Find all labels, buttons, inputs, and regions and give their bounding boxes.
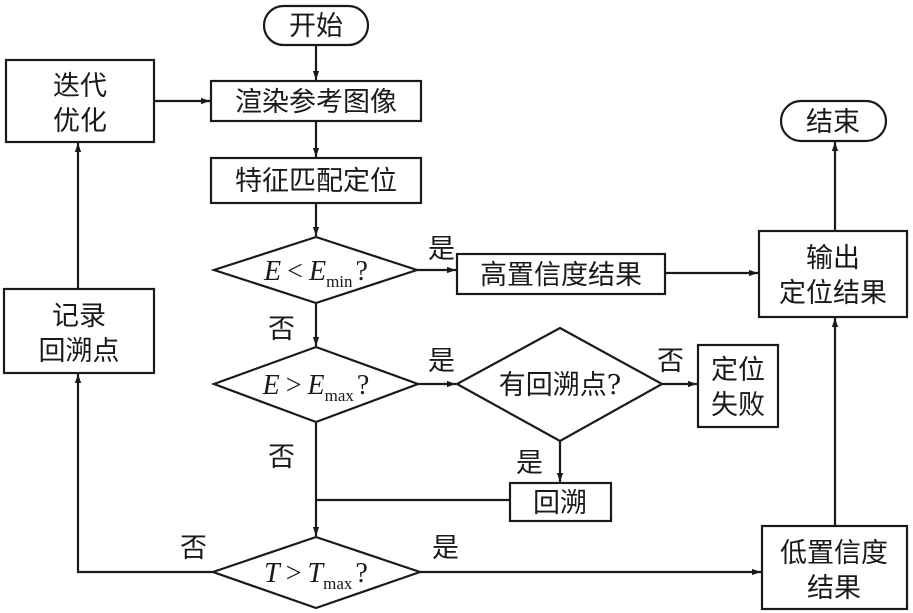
low-conf-label-line1: 低置信度 xyxy=(780,538,888,569)
label-yes-cond1: 是 xyxy=(428,234,455,265)
iterate-label-line2: 优化 xyxy=(53,106,107,137)
label-yes-has-backtrack: 是 xyxy=(516,448,543,479)
label-no-has-backtrack: 否 xyxy=(657,346,684,377)
render-node: 渲染参考图像 xyxy=(209,79,423,123)
label-no-cond1: 否 xyxy=(268,314,295,345)
label-yes-cond3: 是 xyxy=(432,533,459,564)
match-label: 特征匹配定位 xyxy=(235,166,397,197)
low-conf-label-line2: 结果 xyxy=(807,573,861,604)
label-no-cond3: 否 xyxy=(180,533,207,564)
record-label-line2: 回溯点 xyxy=(39,336,120,367)
iterate-label-line1: 迭代 xyxy=(53,71,107,102)
record-label-line1: 记录 xyxy=(52,301,106,332)
high-conf-label: 高置信度结果 xyxy=(480,260,642,291)
label-yes-cond2: 是 xyxy=(428,346,455,377)
backtrack-node: 回溯 xyxy=(508,481,613,523)
connectors xyxy=(74,45,839,576)
decision-t-max: T>Tmax? xyxy=(209,535,424,610)
render-label: 渲染参考图像 xyxy=(235,87,397,118)
output-label-line1: 输出 xyxy=(806,243,860,274)
low-conf-node: 低置信度 结果 xyxy=(760,524,909,611)
fail-label-line2: 失败 xyxy=(711,390,765,421)
record-node: 记录 回溯点 xyxy=(2,287,156,375)
decision-e-max-label: E>Emax? xyxy=(262,370,370,405)
output-label-line2: 定位结果 xyxy=(779,278,887,309)
end-label: 结束 xyxy=(806,107,860,138)
start-node: 开始 xyxy=(262,4,370,47)
decision-e-min-label: E<Emin? xyxy=(263,256,368,291)
start-label: 开始 xyxy=(289,11,343,42)
output-node: 输出 定位结果 xyxy=(757,229,909,319)
iterate-node: 迭代 优化 xyxy=(4,58,156,144)
decision-e-max: E>Emax? xyxy=(210,345,422,424)
edge-cond3-record xyxy=(74,374,213,574)
label-no-cond2: 否 xyxy=(268,442,295,473)
backtrack-label: 回溯 xyxy=(533,488,587,519)
high-conf-node: 高置信度结果 xyxy=(455,252,667,296)
edge-labels: 是 否 是 否 否 是 否 是 xyxy=(180,234,684,564)
end-node: 结束 xyxy=(779,99,888,143)
fail-node: 定位 失败 xyxy=(696,343,780,429)
decision-t-max-label: T>Tmax? xyxy=(264,558,368,593)
decision-has-backtrack: 有回溯点? xyxy=(454,326,665,443)
match-node: 特征匹配定位 xyxy=(209,156,423,205)
fail-label-line1: 定位 xyxy=(711,355,765,386)
decision-e-min: E<Emin? xyxy=(210,235,421,305)
decision-has-backtrack-label: 有回溯点? xyxy=(499,370,621,401)
